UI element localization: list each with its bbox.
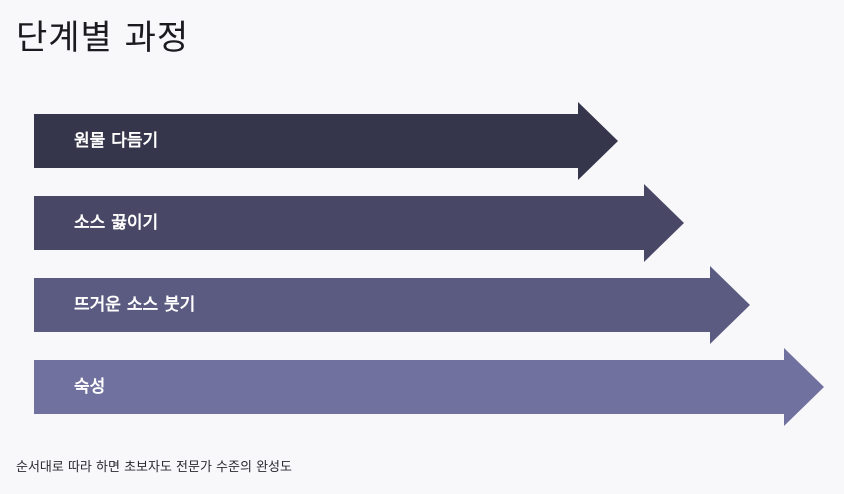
step-arrow-shape bbox=[34, 102, 618, 180]
step-arrow-1: 원물 다듬기 bbox=[34, 102, 618, 180]
step-arrow-shape bbox=[34, 184, 684, 262]
step-arrow-3: 뜨거운 소스 붓기 bbox=[34, 266, 750, 344]
step-arrow-2: 소스 끓이기 bbox=[34, 184, 684, 262]
step-label: 원물 다듬기 bbox=[74, 131, 159, 151]
step-arrow-shape bbox=[34, 266, 750, 344]
step-arrow-shape bbox=[34, 348, 824, 426]
step-arrow-4: 숙성 bbox=[34, 348, 824, 426]
step-label: 숙성 bbox=[74, 377, 106, 397]
step-label: 뜨거운 소스 붓기 bbox=[74, 295, 196, 315]
footer-caption: 순서대로 따라 하면 초보자도 전문가 수준의 완성도 bbox=[16, 460, 292, 475]
step-label: 소스 끓이기 bbox=[74, 213, 159, 233]
page-title: 단계별 과정 bbox=[16, 18, 190, 58]
